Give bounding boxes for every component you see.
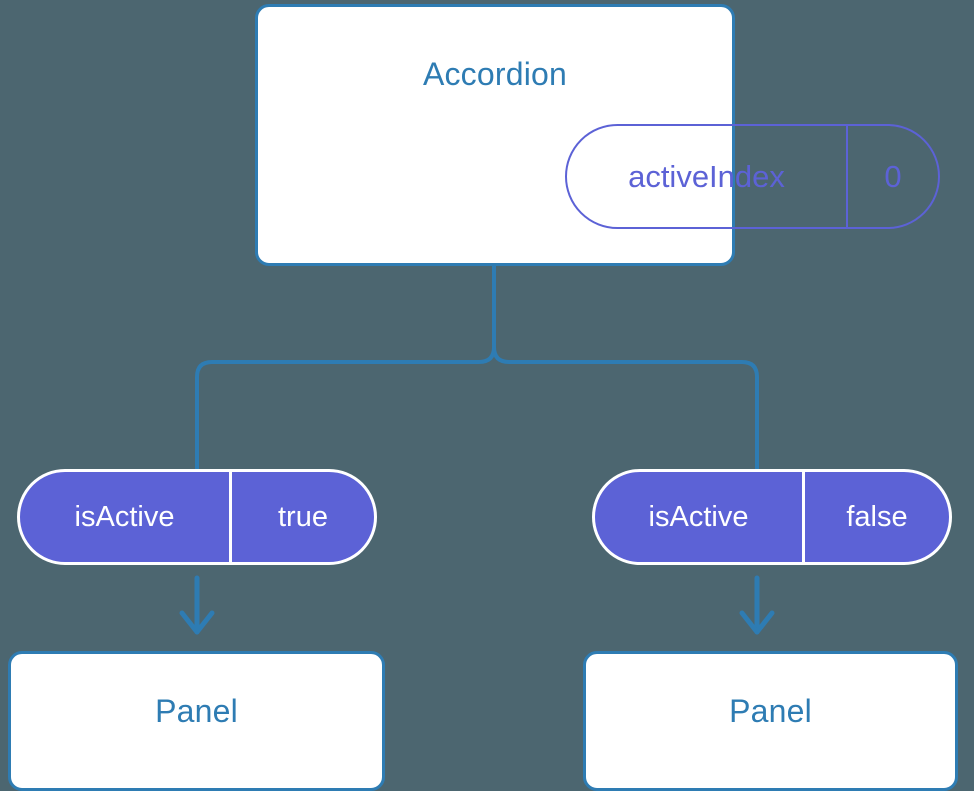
arrow-left-head-icon bbox=[179, 610, 215, 635]
diagram-canvas: Accordion activeIndex 0 isActive true is… bbox=[8, 4, 958, 791]
prop-pill-left-key: isActive bbox=[20, 472, 232, 562]
panel-card-right[interactable]: Panel bbox=[583, 651, 958, 791]
prop-pill-right-value: false bbox=[846, 500, 908, 533]
accordion-card[interactable]: Accordion activeIndex 0 bbox=[255, 4, 940, 266]
prop-pill-is-active-false[interactable]: isActive false bbox=[592, 469, 952, 565]
state-pill-active-index[interactable]: activeIndex 0 bbox=[565, 124, 940, 229]
connector-branch-left bbox=[195, 345, 496, 471]
prop-pill-left-value: true bbox=[278, 500, 328, 533]
connector-branch-right bbox=[492, 345, 759, 471]
arrow-right-head-icon bbox=[739, 610, 775, 635]
prop-pill-is-active-true[interactable]: isActive true bbox=[17, 469, 377, 565]
state-pill-key: activeIndex bbox=[567, 126, 848, 227]
state-pill-value: 0 bbox=[884, 158, 902, 194]
panel-card-left[interactable]: Panel bbox=[8, 651, 385, 791]
prop-pill-right-key: isActive bbox=[595, 472, 805, 562]
accordion-card-title: Accordion bbox=[422, 56, 568, 92]
panel-card-right-title: Panel bbox=[729, 693, 812, 729]
panel-card-left-title: Panel bbox=[155, 693, 238, 729]
